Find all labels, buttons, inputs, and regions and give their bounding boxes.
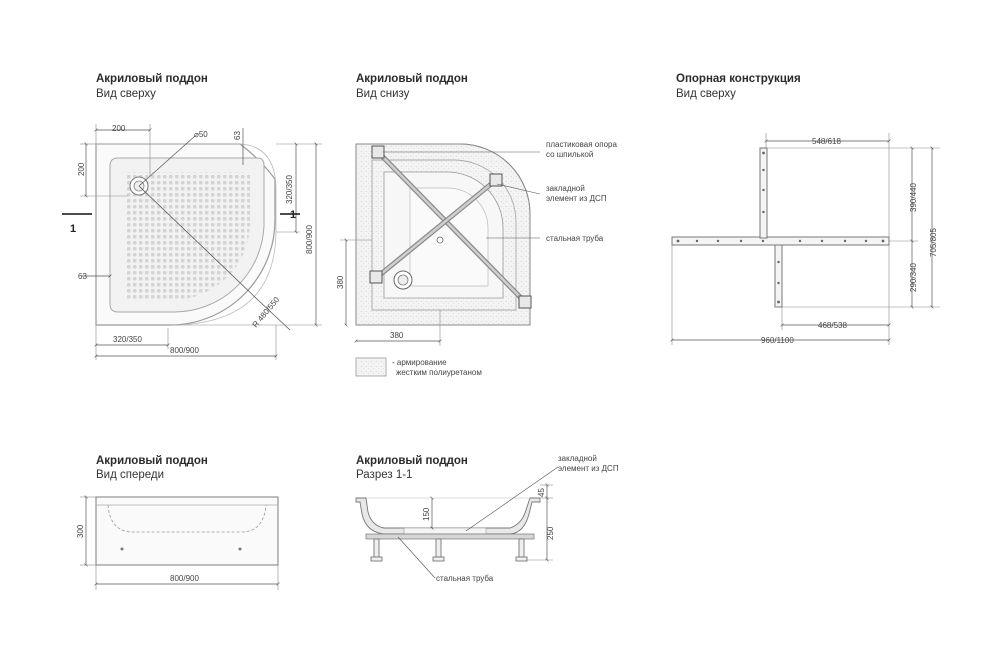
section-mark-left: 1: [70, 223, 76, 235]
top-view-subtitle: Вид сверху: [96, 88, 156, 100]
legend-label-line2: жестким полиуретаном: [396, 368, 482, 377]
bottom-label-support-line2: со шпилькой: [546, 150, 593, 159]
section-view-subtitle: Разрез 1-1: [356, 469, 413, 481]
top-dim-200-horizontal: 200: [112, 124, 126, 133]
top-dim-drain-diameter: ⌀50: [194, 130, 208, 139]
bottom-dim-380-horizontal: 380: [390, 331, 404, 340]
bottom-view-drawing: [340, 143, 541, 377]
top-dim-320-horizontal: 320/350: [113, 335, 142, 344]
front-dim-800: 800/900: [170, 574, 199, 583]
top-dim-200-vertical: 200: [77, 162, 86, 176]
front-dim-300: 300: [76, 524, 85, 538]
section-label-pipe: стальная труба: [436, 574, 494, 583]
frame-dim-960: 960/1100: [761, 336, 794, 345]
frame-dim-468: 468/538: [818, 321, 847, 330]
frame-dim-705: 705/805: [929, 228, 938, 257]
front-view-title: Акриловый поддон: [96, 455, 208, 467]
bottom-view-title: Акриловый поддон: [356, 73, 468, 85]
frame-dim-548: 548/618: [812, 137, 841, 146]
top-dim-radius: R 480/550: [251, 295, 282, 329]
bottom-label-insert-line1: закладной: [546, 184, 585, 193]
frame-view-title: Опорная конструкция: [676, 73, 801, 85]
section-label-insert-line2: элемент из ДСП: [558, 464, 619, 473]
bottom-label-insert-line2: элемент из ДСП: [546, 194, 607, 203]
bottom-label-pipe: стальная труба: [546, 234, 604, 243]
section-dim-150: 150: [422, 507, 431, 521]
top-dim-63-left: 63: [78, 272, 87, 281]
section-view-title: Акриловый поддон: [356, 455, 468, 467]
frame-dim-390: 390/440: [909, 183, 918, 212]
top-view-title: Акриловый поддон: [96, 73, 208, 85]
frame-view-drawing: [670, 133, 940, 345]
section-mark-right: 1: [290, 209, 296, 221]
section-dim-250: 250: [546, 526, 555, 540]
bottom-label-support-line1: пластиковая опора: [546, 140, 617, 149]
top-dim-320-vertical: 320/350: [285, 175, 294, 204]
frame-view-subtitle: Вид сверху: [676, 88, 736, 100]
section-dim-45: 45: [537, 488, 546, 497]
bottom-view-subtitle: Вид снизу: [356, 88, 410, 100]
frame-dim-290: 290/340: [909, 263, 918, 292]
top-dim-63-top: 63: [233, 131, 242, 140]
bottom-dim-380-vertical: 380: [336, 275, 345, 289]
legend-label-line1: - армирование: [392, 358, 447, 367]
front-view-drawing: [80, 495, 280, 590]
section-label-insert-line1: закладной: [558, 454, 597, 463]
top-dim-800-vertical: 800/900: [305, 225, 314, 254]
front-view-subtitle: Вид спереди: [96, 469, 165, 481]
section-view-drawing: [355, 466, 559, 579]
top-view-drawing: [62, 124, 322, 360]
top-dim-800-horizontal: 800/900: [170, 346, 199, 355]
